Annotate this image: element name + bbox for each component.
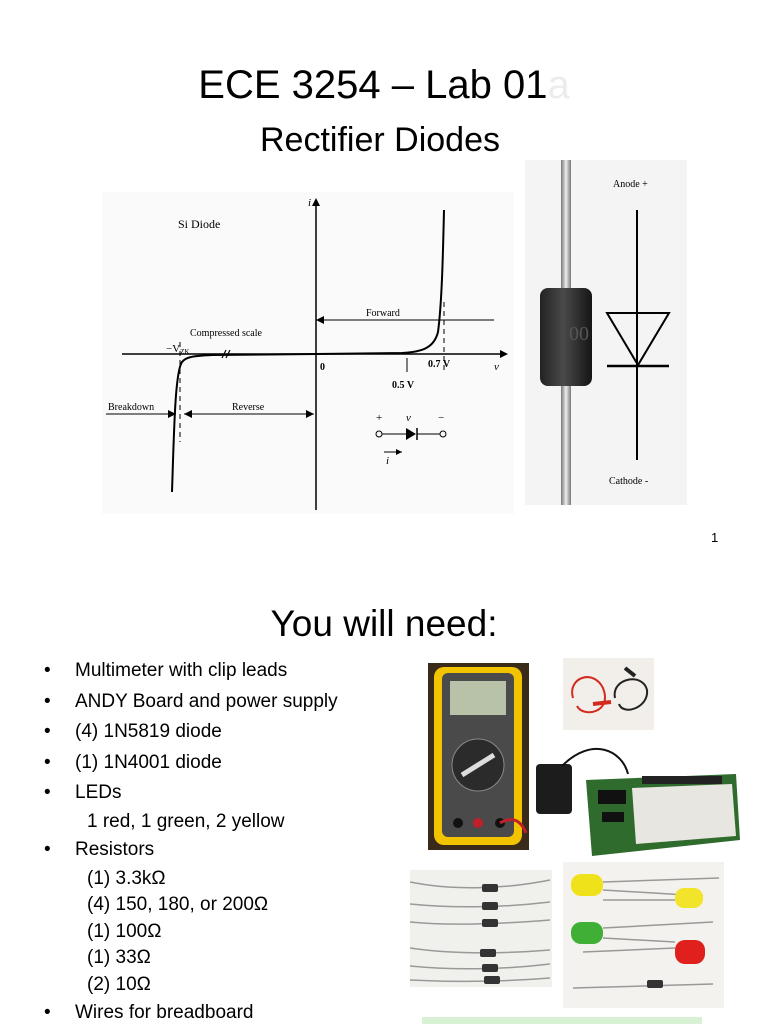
list-item-text: Wires for breadboard: [75, 1002, 254, 1023]
list-subitem: (1) 3.3kΩ: [87, 867, 166, 889]
slide2-title: You will need:: [270, 603, 498, 644]
multimeter-photo: [428, 663, 529, 850]
leds-photo: [563, 862, 724, 1008]
list-item: ANDY Board and power supply: [44, 687, 404, 718]
page-number: 1: [711, 530, 719, 545]
list-item-text: Multimeter with clip leads: [75, 660, 288, 681]
list-item-text: Resistors: [75, 839, 155, 860]
slide-title: ECE 3254 – Lab 01a: [198, 63, 570, 107]
clip-leads-photo: [563, 658, 654, 730]
list-item-text: (4) 1N5819 diode: [75, 721, 222, 742]
list-item-text: LEDs: [75, 782, 122, 803]
andy-board-photo: [532, 740, 742, 858]
diode-symbol-small: [375, 428, 447, 455]
list-item: Resistors (1) 3.3kΩ (4) 150, 180, or 200Ω (…: [44, 835, 404, 998]
anode-label: Anode +: [613, 179, 648, 190]
v05-label: 0.5 V: [392, 380, 415, 391]
device-label: Si Diode: [178, 217, 220, 231]
diode-iv-characteristic-graph: i v Si Diode Forward Compressed scale −V…: [102, 192, 514, 514]
diodes-photo: [410, 870, 552, 987]
v07-label: 0.7 V: [428, 359, 451, 370]
v-axis-label: v: [494, 361, 499, 373]
i-axis-label: i: [308, 197, 311, 209]
diode-curve: [171, 209, 445, 493]
diode-lead-bottom: [561, 385, 571, 505]
diode-photo-with-symbol: 00 Anode + Cathode -: [525, 160, 687, 505]
minus-label: −: [438, 412, 444, 424]
list-item: Wires for breadboard: [44, 998, 404, 1029]
list-subitem: (1) 33Ω: [87, 947, 151, 968]
plus-label: +: [376, 412, 382, 424]
list-subitem: 1 red, 1 green, 2 yellow: [87, 810, 285, 832]
breakdown-label: Breakdown: [108, 402, 154, 413]
list-item-text: (1) 1N4001 diode: [75, 751, 222, 773]
vzk-label: −VZK: [166, 343, 190, 356]
slide-subtitle: Rectifier Diodes: [260, 121, 500, 159]
list-item: (1) 1N4001 diode: [44, 748, 404, 779]
list-item: LEDs 1 red, 1 green, 2 yellow: [44, 778, 404, 835]
reverse-label: Reverse: [232, 402, 265, 413]
list-item: Multimeter with clip leads: [44, 656, 404, 687]
diode-body: [540, 288, 592, 386]
compressed-scale-label: Compressed scale: [190, 328, 262, 339]
list-subitem: (1) 100Ω: [87, 920, 162, 942]
diode-symbol-triangle: [605, 312, 671, 367]
cathode-label: Cathode -: [609, 476, 648, 487]
parts-list: Multimeter with clip leadsANDY Board and…: [44, 656, 404, 1029]
origin-label: 0: [320, 362, 325, 373]
list-subitem: (2) 10Ω: [87, 973, 151, 995]
green-strip: [422, 1017, 702, 1024]
list-subitem: (4) 150, 180, or 200Ω: [87, 894, 269, 915]
list-item-text: ANDY Board and power supply: [75, 690, 338, 712]
current-label: i: [386, 455, 389, 467]
list-item: (4) 1N5819 diode: [44, 717, 404, 748]
diode-marking: 00: [569, 323, 589, 345]
v-symbol-label: v: [406, 412, 411, 424]
diode-lead-top: [561, 160, 571, 290]
forward-label: Forward: [366, 308, 400, 319]
